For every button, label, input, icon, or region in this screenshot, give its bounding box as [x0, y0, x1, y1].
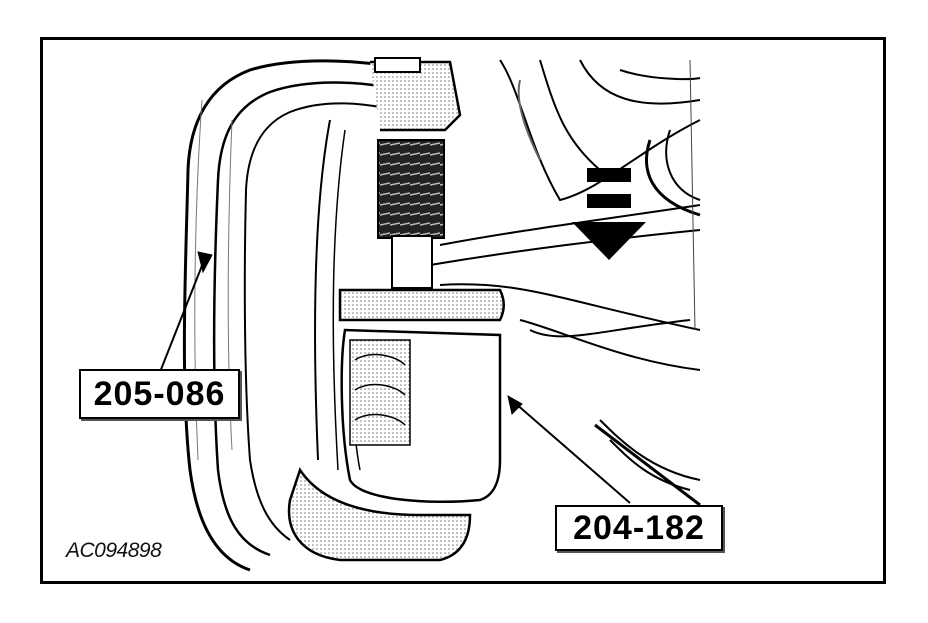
bushing-adapter	[338, 288, 505, 504]
suspension-component	[429, 59, 701, 507]
c-clamp-tool	[182, 57, 472, 572]
callout-label-204-182: 204-182	[555, 505, 723, 551]
forcing-screw	[377, 139, 445, 289]
down-arrow-icon	[572, 168, 646, 260]
leader-lines	[159, 251, 631, 504]
figure-id: AC094898	[66, 539, 162, 562]
callout-label-205-086: 205-086	[79, 369, 240, 419]
